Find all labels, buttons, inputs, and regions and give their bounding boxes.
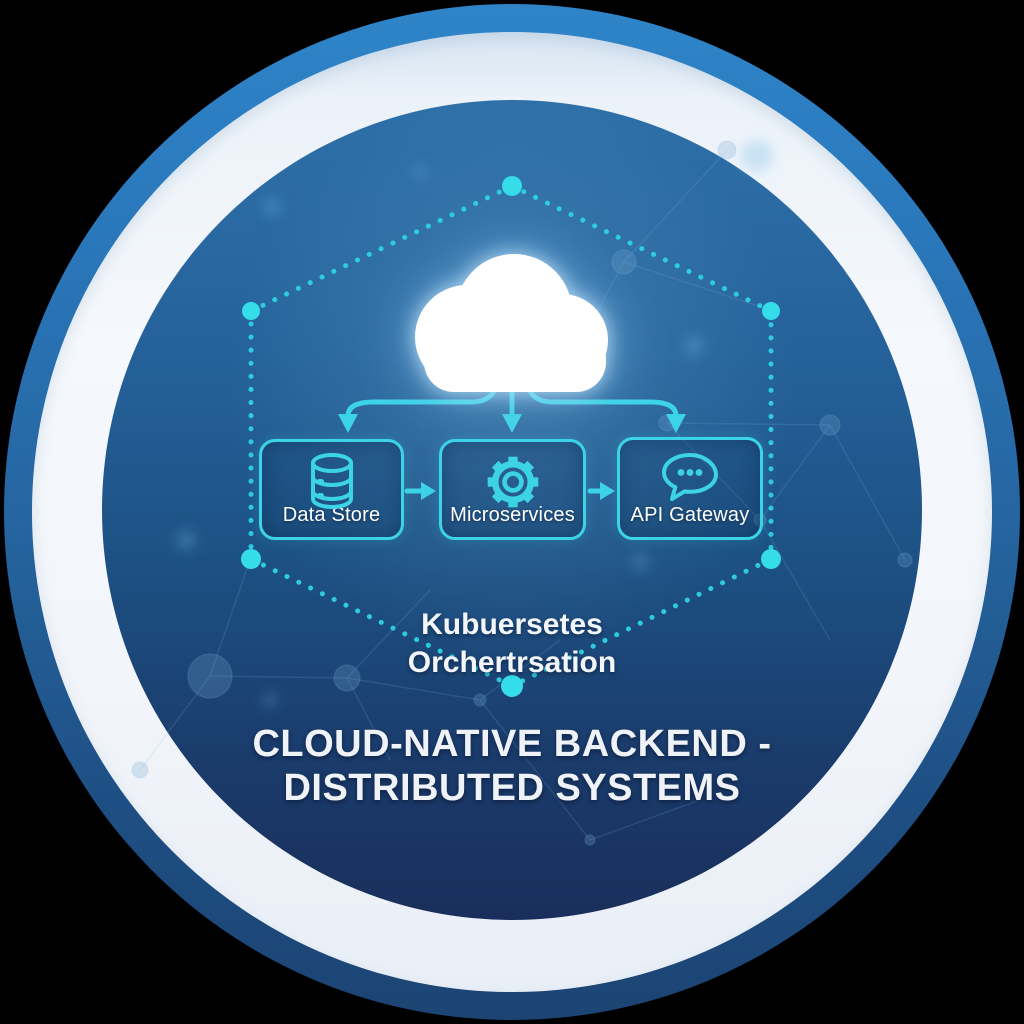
database-icon	[310, 453, 353, 510]
subtitle-text: Kubuersetes Orchertrsation	[0, 606, 1024, 682]
chat-bubble-icon	[662, 453, 718, 501]
gear-icon	[487, 456, 538, 508]
node-data-store: Data Store	[259, 439, 404, 540]
node-api-gateway: API Gateway	[617, 437, 763, 540]
subtitle-line-1: Kubuersetes	[421, 608, 603, 641]
node-label-api-gateway: API Gateway	[630, 504, 750, 526]
node-label-microservices: Microservices	[450, 504, 575, 526]
subtitle-line-2: Orchertrsation	[407, 646, 617, 679]
page-title: CLOUD-NATIVE BACKEND - DISTRIBUTED SYSTE…	[0, 722, 1024, 810]
node-microservices: Microservices	[439, 439, 586, 540]
title-line-2: DISTRIBUTED SYSTEMS	[283, 767, 741, 809]
node-label-data-store: Data Store	[282, 504, 381, 526]
title-line-1: CLOUD-NATIVE BACKEND -	[252, 723, 772, 765]
